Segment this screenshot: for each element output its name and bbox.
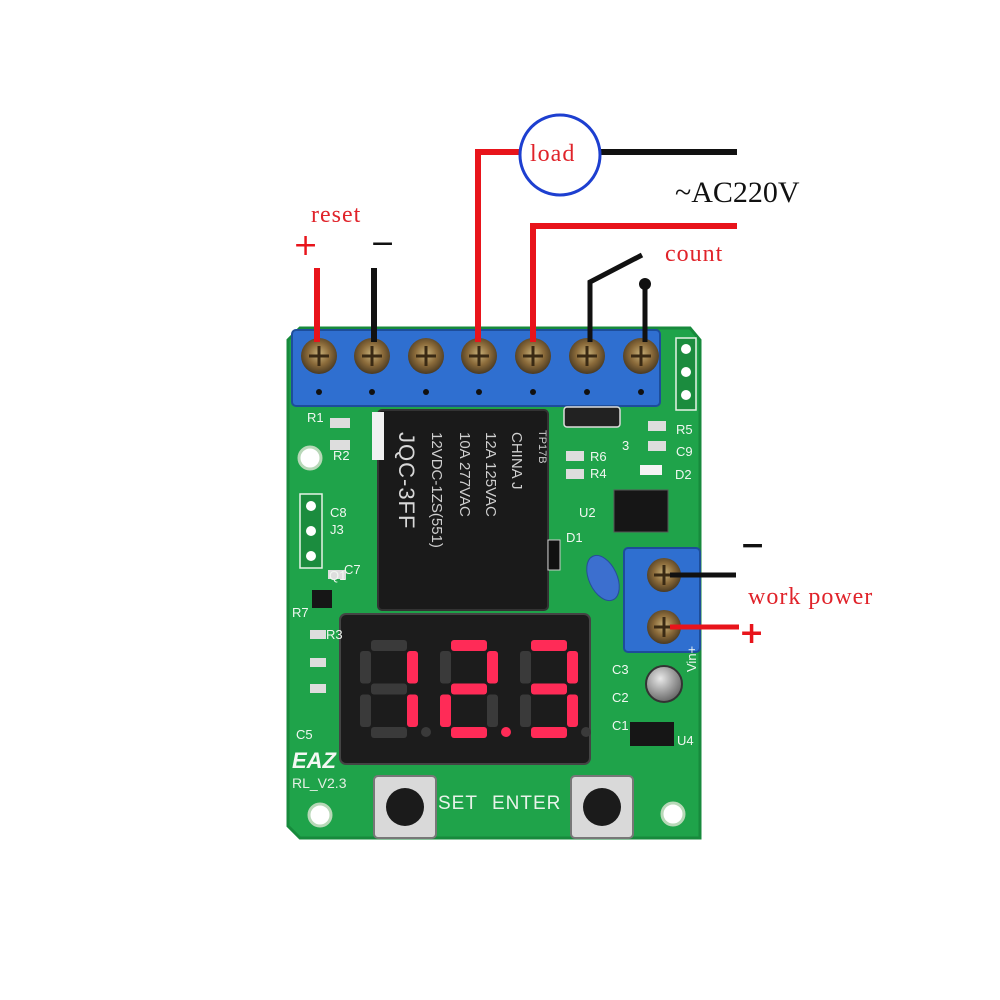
segment-g: [371, 683, 407, 695]
ac-voltage-label: ~AC220V: [675, 176, 800, 209]
silk-c9: C9: [676, 444, 693, 459]
optocoupler-u2: [613, 489, 669, 533]
mount-hole: [297, 445, 323, 471]
wire-load-left: [475, 149, 524, 342]
relay-rating-1: 12VDC-1ZS(551): [428, 432, 445, 548]
silk-r7: R7: [292, 605, 309, 620]
segment-f: [440, 651, 451, 684]
segment-e: [360, 694, 371, 727]
enter-button[interactable]: [570, 775, 634, 839]
silk-r1: R1: [307, 410, 324, 425]
silk-u4: U4: [677, 733, 694, 748]
segment-g: [531, 683, 567, 695]
silk-c2: C2: [612, 690, 629, 705]
set-button[interactable]: [373, 775, 437, 839]
silk-c1: C1: [612, 718, 629, 733]
segment-b: [407, 651, 418, 684]
silk-r4: R4: [590, 466, 607, 481]
silk-r6: R6: [590, 449, 607, 464]
silk-c5: C5: [296, 727, 313, 742]
count-label: count: [665, 241, 724, 267]
header-pins-right: [675, 337, 697, 411]
decimal-point: [421, 727, 431, 737]
segment-e: [440, 694, 451, 727]
relay-rating-3: 12A 125VAC: [482, 432, 499, 517]
load-symbol: [518, 113, 602, 197]
ceramic-capacitor: [586, 554, 620, 602]
segment-d: [531, 727, 567, 738]
enter-button-label: ENTER: [492, 793, 562, 814]
mount-hole: [660, 801, 686, 827]
segment-a: [531, 640, 567, 651]
relay-rating-2: 10A 277VAC: [456, 432, 473, 517]
terminal-screws-main: [301, 338, 659, 395]
header-pins-left: [299, 493, 323, 569]
segment-a: [371, 640, 407, 651]
work-power-label: work power: [748, 584, 874, 610]
reset-minus-sign: −: [370, 226, 396, 261]
relay-side-code: TP17B: [536, 430, 548, 464]
power-minus-sign: −: [740, 528, 766, 563]
silk-r2: R2: [333, 448, 350, 463]
load-label: load: [530, 141, 576, 167]
relay-body: [377, 409, 549, 611]
silk-d2: D2: [675, 467, 692, 482]
seven-segment-display: [360, 640, 591, 738]
segment-b: [567, 651, 578, 684]
transistor-q1: [312, 590, 332, 608]
silk-u2: U2: [579, 505, 596, 520]
segment-c: [407, 694, 418, 727]
segment-a: [451, 640, 487, 651]
diode-d1: [547, 539, 561, 571]
relay-top-white: [372, 412, 384, 460]
silk-c3: C3: [612, 662, 629, 677]
silk-r5: R5: [676, 422, 693, 437]
segment-c: [567, 694, 578, 727]
wire-count-switch: [587, 252, 651, 342]
set-button-label: SET: [438, 793, 478, 814]
silk-3: 3: [622, 438, 630, 453]
silk-c7: C7: [344, 562, 361, 577]
silk-q1: Q1: [329, 568, 347, 583]
silk-j3: J3: [330, 522, 344, 537]
silk-c8: C8: [330, 505, 347, 520]
smd-components: [310, 418, 666, 693]
segment-b: [487, 651, 498, 684]
silk-vin: Vin+: [684, 645, 699, 672]
segment-d: [371, 727, 407, 738]
segment-g: [451, 683, 487, 695]
segment-f: [520, 651, 531, 684]
model-prefix: EAZ: [292, 748, 336, 773]
silk-d1: D1: [566, 530, 583, 545]
segment-d: [451, 727, 487, 738]
reset-plus-sign: +: [293, 228, 319, 263]
relay-rating-4: CHINA J: [508, 432, 525, 490]
electrolytic-capacitor: [645, 665, 683, 703]
wire-ac-red: [530, 223, 737, 342]
decimal-point: [501, 727, 511, 737]
decimal-point: [581, 727, 591, 737]
mount-hole: [307, 802, 333, 828]
segment-c: [487, 694, 498, 727]
silk-r3: R3: [326, 627, 343, 642]
segment-e: [520, 694, 531, 727]
power-plus-sign: +: [739, 616, 765, 651]
segment-f: [360, 651, 371, 684]
board-version: RL_V2.3: [292, 775, 347, 791]
regulator-u4: [630, 722, 674, 746]
relay-model: JQC-3FF: [394, 432, 419, 530]
jumper: [563, 406, 621, 428]
reset-label: reset: [311, 202, 362, 228]
